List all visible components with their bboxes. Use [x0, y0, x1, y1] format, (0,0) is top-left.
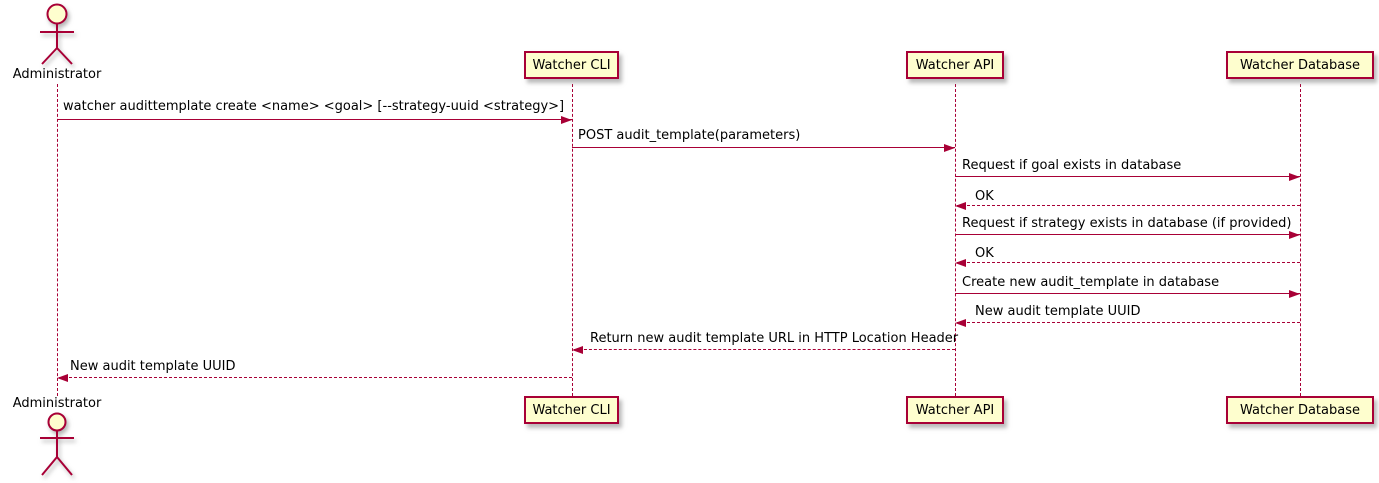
message-text: OK [975, 246, 994, 261]
lifeline-watcher-api [954, 84, 956, 396]
message-text: Request if strategy exists in database (… [962, 216, 1292, 231]
message-line [57, 119, 572, 120]
actor-label-bottom: Administrator [12, 396, 102, 411]
arrowhead-icon [955, 201, 966, 210]
message-line [957, 205, 1300, 206]
lifeline-watcher-database [1299, 84, 1301, 396]
arrowhead-icon [1289, 172, 1300, 181]
participant-box-watcher-api-bottom: Watcher API [906, 396, 1004, 424]
message-line [955, 234, 1300, 235]
message-text: watcher audittemplate create <name> <goa… [63, 99, 565, 114]
participant-label: Watcher Database [1240, 57, 1360, 73]
actor-figure-icon [40, 3, 74, 65]
message-text: New audit template UUID [70, 359, 236, 374]
arrowhead-icon [1289, 230, 1300, 239]
message-line [955, 176, 1300, 177]
message-text: Create new audit_template in database [962, 275, 1220, 290]
message-line [572, 147, 955, 148]
message-text: New audit template UUID [975, 304, 1141, 319]
actor-label-top: Administrator [12, 67, 102, 82]
arrowhead-icon [57, 373, 68, 382]
actor-figure-icon [40, 412, 74, 476]
participant-box-watcher-database-top: Watcher Database [1226, 51, 1374, 79]
lifeline-administrator [56, 84, 58, 396]
message-text: Request if goal exists in database [962, 158, 1182, 173]
participant-box-watcher-database-bottom: Watcher Database [1226, 396, 1374, 424]
participant-box-watcher-cli-bottom: Watcher CLI [524, 396, 619, 424]
message-text: Return new audit template URL in HTTP Lo… [590, 331, 959, 346]
arrowhead-icon [561, 115, 572, 124]
participant-label: Watcher API [915, 57, 995, 73]
arrowhead-icon [955, 318, 966, 327]
message-text: POST audit_template(parameters) [578, 128, 801, 143]
arrowhead-icon [1289, 289, 1300, 298]
message-line [59, 377, 572, 378]
message-line [957, 322, 1300, 323]
message-line [955, 293, 1300, 294]
lifeline-watcher-cli [571, 84, 573, 396]
participant-box-watcher-api-top: Watcher API [906, 51, 1004, 79]
arrowhead-icon [955, 258, 966, 267]
arrowhead-icon [572, 345, 583, 354]
participant-label: Watcher API [915, 402, 995, 418]
arrowhead-icon [944, 143, 955, 152]
participant-box-watcher-cli-top: Watcher CLI [524, 51, 619, 79]
message-line [957, 262, 1300, 263]
participant-label: Watcher CLI [532, 402, 611, 418]
participant-label: Watcher Database [1240, 402, 1360, 418]
message-line [574, 349, 955, 350]
message-text: OK [975, 189, 994, 204]
participant-label: Watcher CLI [532, 57, 611, 73]
